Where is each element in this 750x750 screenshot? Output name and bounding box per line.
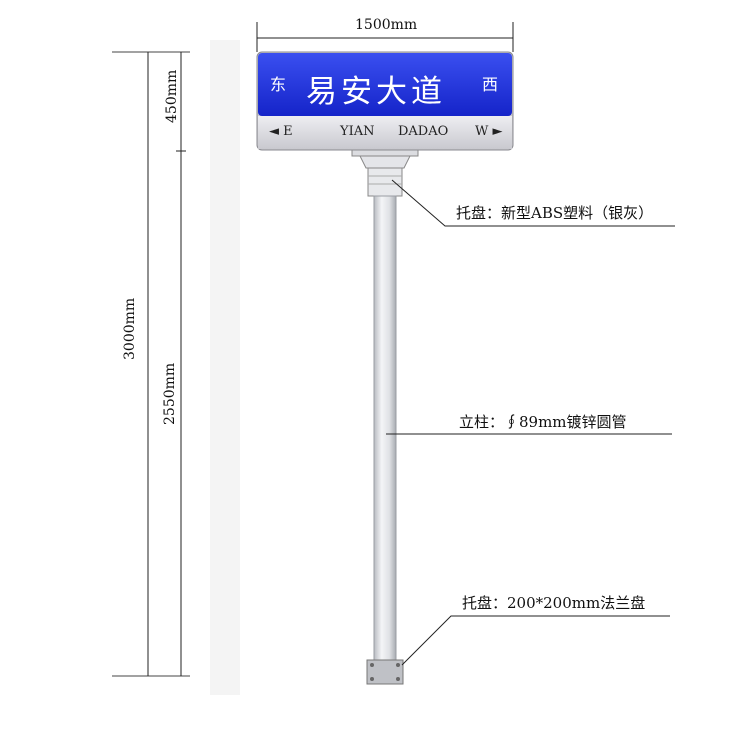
total-height-label: 3000mm [122, 297, 138, 360]
sign-char-west: 西 [482, 75, 499, 94]
sign-height-label: 450mm [164, 69, 180, 123]
sign-bracket [351, 147, 419, 197]
sign-road-name-chinese: 易安大道 [306, 74, 446, 110]
sign-char-east: 东 [270, 75, 287, 94]
background-band [210, 40, 240, 695]
height-dimension-lines [112, 51, 190, 677]
sign-road-name-pinyin-2: DADAO [398, 124, 449, 139]
sign-road-name-pinyin-1: YIAN [340, 124, 375, 139]
annotation-bracket: 托盘：新型ABS塑料（银灰） [456, 204, 654, 222]
sign-panel [256, 51, 514, 151]
annotation-pole: 立柱：∮89mm镀锌圆管 [459, 413, 627, 431]
width-label: 1500mm [355, 17, 418, 33]
sign-direction-east: ◄ E [269, 124, 293, 139]
leader-lines [386, 179, 675, 666]
sign-direction-west: W ► [475, 124, 503, 139]
pole-height-label: 2550mm [162, 362, 178, 425]
pole [373, 195, 397, 663]
width-dimension-line [256, 22, 514, 52]
annotation-base: 托盘：200*200mm法兰盘 [462, 594, 646, 612]
base-flange [366, 659, 404, 685]
